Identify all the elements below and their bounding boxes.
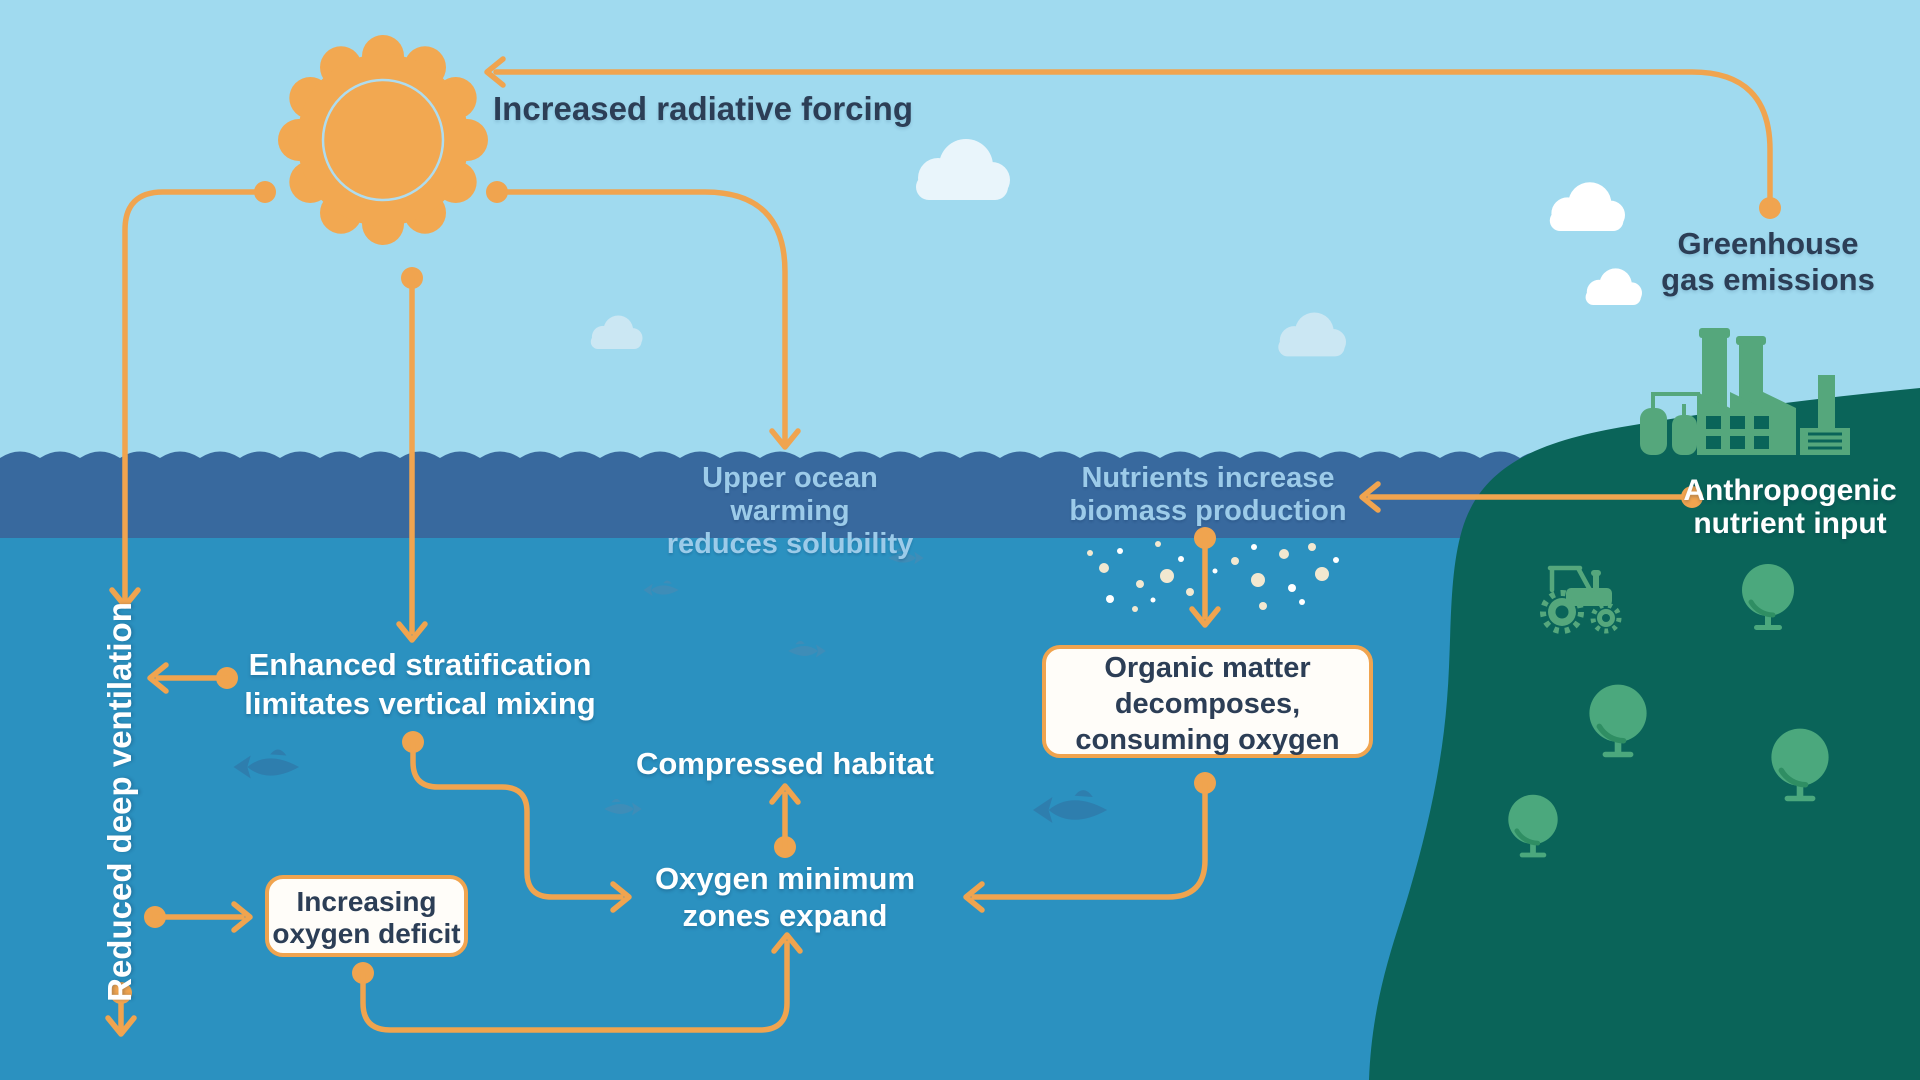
arrow-line: [122, 189, 268, 603]
arrow-line: [360, 940, 790, 1033]
arrow-head-icon: [484, 56, 506, 88]
arrow-head-icon: [610, 881, 632, 913]
compressed-habitat-label: Compressed habitat: [635, 746, 934, 781]
arrow-nutrients-to-organic-matter: [1189, 527, 1221, 628]
label-line: oxygen deficit: [272, 918, 461, 949]
arrow-head-icon: [231, 901, 253, 933]
oxygen-minimum-zones-label: Oxygen minimum zones expand: [635, 860, 935, 934]
land-mass: [1369, 388, 1920, 1080]
arrow-head-icon: [769, 783, 801, 805]
label-line: Organic matter: [1104, 652, 1311, 684]
arrow-omz-to-compressed-habitat: [769, 783, 801, 858]
arrow-sun-to-stratification: [396, 267, 428, 643]
arrow-head-icon: [1189, 606, 1221, 628]
label-line: consuming oxygen: [1075, 724, 1340, 756]
upper-ocean-warming-label: Upper ocean warming reduces solubility: [640, 462, 940, 561]
label-line: Upper ocean warming: [702, 462, 878, 527]
arrow-head-icon: [147, 662, 169, 694]
label-line: nutrient input: [1693, 507, 1887, 540]
arrow-head-icon: [771, 932, 803, 954]
arrow-line: [493, 69, 1773, 211]
reduced-deep-ventilation-label: Reduced deep ventilation: [101, 602, 138, 1002]
anthropogenic-nutrient-input-label: Anthropogenic nutrient input: [1640, 474, 1920, 540]
label-line: decomposes,: [1114, 688, 1301, 720]
label-line: Anthropogenic: [1683, 474, 1897, 507]
arrow-ventilation-to-deficit: [144, 901, 253, 933]
label-line: biomass production: [1069, 495, 1347, 527]
nutrient-particles: [1087, 541, 1339, 612]
factory-icon: [1640, 328, 1850, 455]
greenhouse-gas-emissions-label: Greenhouse gas emissions: [1628, 226, 1908, 298]
sky-background: [0, 0, 1920, 462]
arrow-sun-to-warming: [486, 181, 801, 450]
label-line: Enhanced stratification: [248, 647, 592, 682]
arrow-line: [410, 739, 624, 900]
arrow-deficit-to-omz: [352, 932, 803, 1033]
arrow-line: [494, 189, 788, 443]
increased-radiative-forcing-label: Increased radiative forcing: [493, 90, 913, 127]
arrow-stratification-to-ventilation: [147, 662, 238, 694]
tractor-icon: [1540, 565, 1622, 634]
arrow-sun-to-ventilation: [109, 181, 276, 609]
arrow-stratification-to-omz: [402, 731, 632, 913]
label-line: Increasing: [296, 886, 437, 917]
enhanced-stratification-label: Enhanced stratification limitates vertic…: [240, 645, 600, 723]
sun-icon: [278, 35, 488, 245]
nutrients-increase-label: Nutrients increase biomass production: [1058, 462, 1358, 528]
arrow-head-icon: [769, 428, 801, 450]
arrow-organic-matter-to-omz: [963, 772, 1216, 913]
label-line: limitates vertical mixing: [244, 686, 596, 721]
arrow-head-icon: [105, 1015, 137, 1037]
label-line: Greenhouse: [1677, 226, 1859, 261]
arrow-head-icon: [396, 621, 428, 643]
arrow-line: [971, 780, 1208, 900]
arrow-head-icon: [963, 881, 985, 913]
ocean-surface-band: [0, 451, 1920, 538]
label-line: gas emissions: [1661, 262, 1875, 297]
arrow-head-icon: [109, 587, 141, 609]
arrow-ventilation-down: [105, 982, 137, 1037]
label-line: Oxygen minimum: [654, 861, 916, 896]
organic-matter-decomposes-box: Organic matter decomposes, consuming oxy…: [1042, 645, 1373, 758]
arrow-anthropogenic-to-nutrients: [1359, 481, 1703, 513]
arrow-head-icon: [1359, 481, 1381, 513]
increasing-oxygen-deficit-box: Increasing oxygen deficit: [265, 875, 468, 957]
label-line: zones expand: [682, 898, 888, 933]
arrow-greenhouse-to-sun: [484, 56, 1781, 219]
label-line: Nutrients increase: [1081, 462, 1335, 494]
label-line: reduces solubility: [666, 528, 914, 560]
